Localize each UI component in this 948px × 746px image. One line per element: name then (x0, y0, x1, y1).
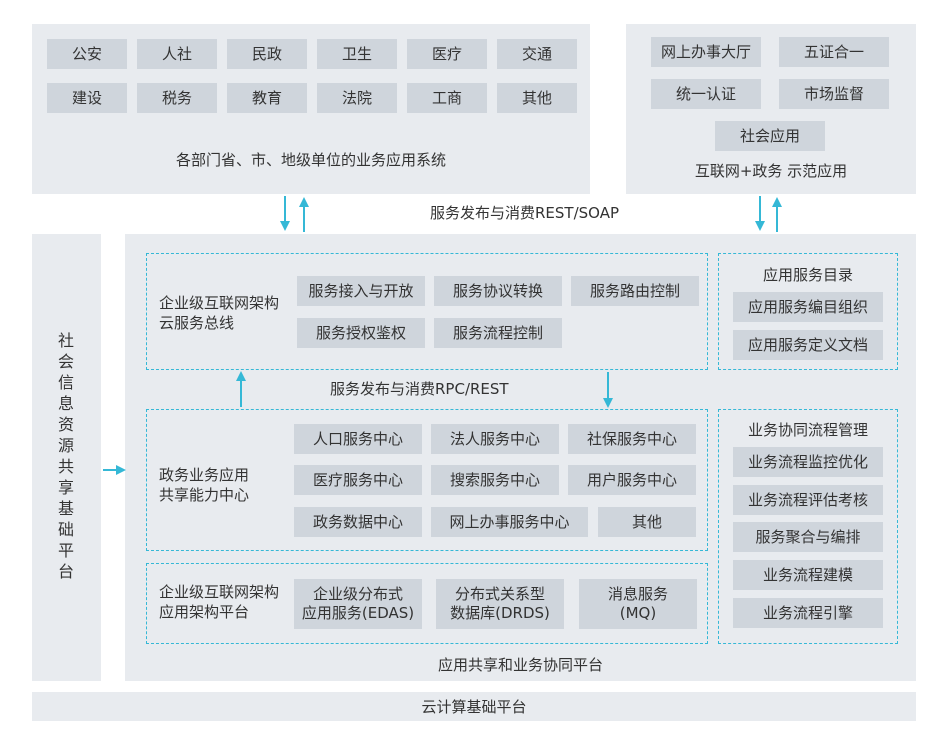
internet-gov-caption: 互联网+政务 示范应用 (694, 162, 848, 180)
app-architecture-title-2: 应用架构平台 (159, 603, 250, 621)
department-systems-caption: 各部门省、市、地级单位的业务应用系统 (175, 151, 446, 169)
online-service-hall-chip[interactable]: 网上办事大厅 (651, 37, 761, 67)
app-architecture-box (146, 563, 708, 644)
social-app-chip[interactable]: 社会应用 (715, 121, 825, 151)
legal-person-center-chip[interactable]: 法人服务中心 (431, 424, 559, 454)
catalog-definition-chip[interactable]: 应用服务定义文档 (733, 330, 883, 360)
drds-line-1: 分布式关系型 (454, 585, 545, 604)
mq-line-2: (MQ) (619, 604, 657, 622)
service-catalog-box (718, 253, 898, 370)
service-bus-box (146, 253, 708, 370)
market-supervision-chip[interactable]: 市场监督 (779, 79, 889, 109)
cloud-foundation-label: 云计算基础平台 (421, 698, 527, 716)
dept-chip-education[interactable]: 教育 (227, 83, 307, 113)
catalog-organize-chip[interactable]: 应用服务编目组织 (733, 292, 883, 322)
workflow-modeling-chip[interactable]: 业务流程建模 (733, 560, 883, 590)
rpc-rest-label: 服务发布与消费RPC/REST (330, 380, 509, 398)
search-center-chip[interactable]: 搜索服务中心 (431, 465, 559, 495)
workflow-monitor-chip[interactable]: 业务流程监控优化 (733, 447, 883, 477)
unified-auth-chip[interactable]: 统一认证 (651, 79, 761, 109)
workflow-engine-chip[interactable]: 业务流程引擎 (733, 598, 883, 628)
edas-chip[interactable]: 企业级分布式 应用服务(EDAS) (294, 579, 422, 629)
info-sharing-bar (32, 234, 101, 681)
gov-data-center-chip[interactable]: 政务数据中心 (294, 507, 422, 537)
mq-chip[interactable]: 消息服务 (MQ) (579, 579, 697, 629)
protocol-conversion-chip[interactable]: 服务协议转换 (434, 276, 562, 306)
dept-chip-transport[interactable]: 交通 (497, 39, 577, 69)
app-architecture-title-1: 企业级互联网架构 (159, 583, 280, 601)
dept-chip-court[interactable]: 法院 (317, 83, 397, 113)
user-center-chip[interactable]: 用户服务中心 (568, 465, 696, 495)
capability-title-2: 共享能力中心 (159, 486, 250, 504)
dept-chip-public-security[interactable]: 公安 (47, 39, 127, 69)
service-bus-title-1: 企业级互联网架构 (159, 294, 280, 312)
dept-chip-commerce[interactable]: 工商 (407, 83, 487, 113)
service-catalog-title: 应用服务目录 (762, 266, 853, 284)
rest-soap-label: 服务发布与消费REST/SOAP (430, 204, 620, 222)
online-service-center-chip[interactable]: 网上办事服务中心 (431, 507, 588, 537)
workflow-evaluate-chip[interactable]: 业务流程评估考核 (733, 485, 883, 515)
dept-chip-construction[interactable]: 建设 (47, 83, 127, 113)
mq-line-1: 消息服务 (607, 585, 668, 604)
dept-chip-health[interactable]: 卫生 (317, 39, 397, 69)
capability-title-1: 政务业务应用 (159, 466, 250, 484)
capability-center-box (146, 409, 708, 551)
platform-caption: 应用共享和业务协同平台 (437, 656, 603, 674)
authorization-chip[interactable]: 服务授权鉴权 (297, 318, 425, 348)
population-center-chip[interactable]: 人口服务中心 (294, 424, 422, 454)
workflow-management-box (718, 409, 898, 644)
service-bus-title-2: 云服务总线 (159, 314, 235, 332)
cloud-foundation-bar (32, 692, 916, 721)
social-security-center-chip[interactable]: 社保服务中心 (568, 424, 696, 454)
drds-chip[interactable]: 分布式关系型 数据库(DRDS) (436, 579, 564, 629)
dept-chip-human-resources[interactable]: 人社 (137, 39, 217, 69)
workflow-title: 业务协同流程管理 (747, 421, 868, 439)
dept-chip-other[interactable]: 其他 (497, 83, 577, 113)
service-access-chip[interactable]: 服务接入与开放 (297, 276, 425, 306)
service-orchestration-chip[interactable]: 服务聚合与编排 (733, 522, 883, 552)
info-sharing-label: 社会信息资源共享基础平台 (57, 331, 74, 581)
routing-control-chip[interactable]: 服务路由控制 (571, 276, 699, 306)
drds-line-2: 数据库(DRDS) (450, 604, 550, 622)
capability-other-chip[interactable]: 其他 (598, 507, 696, 537)
flow-control-chip[interactable]: 服务流程控制 (434, 318, 562, 348)
medical-center-chip[interactable]: 医疗服务中心 (294, 465, 422, 495)
dept-chip-civil-affairs[interactable]: 民政 (227, 39, 307, 69)
five-certificates-chip[interactable]: 五证合一 (779, 37, 889, 67)
edas-line-1: 企业级分布式 (312, 585, 403, 604)
dept-chip-medical[interactable]: 医疗 (407, 39, 487, 69)
dept-chip-tax[interactable]: 税务 (137, 83, 217, 113)
edas-line-2: 应用服务(EDAS) (301, 604, 415, 622)
